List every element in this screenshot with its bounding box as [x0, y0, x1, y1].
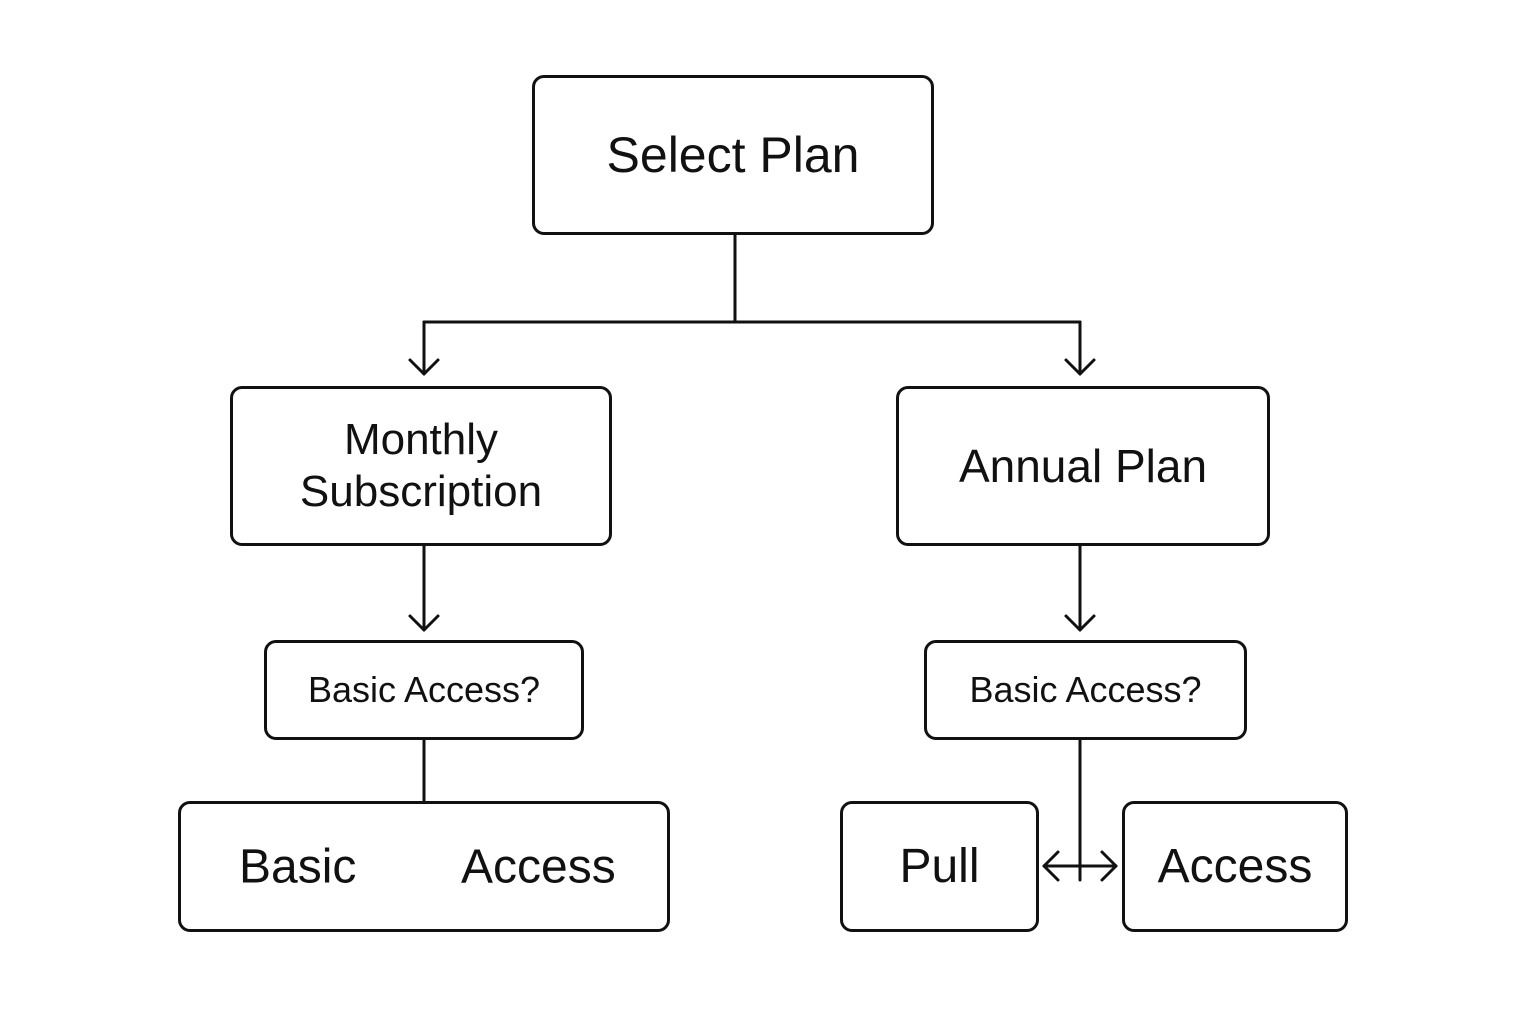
- monthly-basic-access-result-node: Basic Access: [178, 801, 670, 932]
- pull-node: Pull: [840, 801, 1039, 932]
- result-word-access: Access: [461, 840, 616, 893]
- annual-basic-access-question-label: Basic Access?: [969, 669, 1202, 710]
- arrowhead-annual: [1064, 358, 1096, 376]
- arrowhead-monthly-question: [408, 614, 440, 632]
- annual-plan-node: Annual Plan: [896, 386, 1270, 546]
- select-plan-label: Select Plan: [606, 127, 860, 183]
- monthly-basic-access-question-node: Basic Access?: [264, 640, 584, 740]
- arrowhead-left: [1042, 850, 1060, 882]
- access-label: Access: [1157, 840, 1313, 893]
- arrowhead-right: [1100, 850, 1118, 882]
- select-plan-node: Select Plan: [532, 75, 934, 235]
- annual-basic-access-question-node: Basic Access?: [924, 640, 1247, 740]
- monthly-label-line1: Monthly: [343, 415, 499, 464]
- monthly-label-line2: Subscription: [299, 467, 543, 516]
- access-node: Access: [1122, 801, 1348, 932]
- monthly-basic-access-question-label: Basic Access?: [307, 669, 541, 710]
- arrowhead-monthly: [408, 358, 440, 376]
- monthly-subscription-node: Monthly Subscription: [230, 386, 612, 546]
- result-word-basic: Basic: [239, 840, 357, 893]
- arrowhead-annual-question: [1064, 614, 1096, 632]
- annual-plan-label: Annual Plan: [958, 440, 1208, 492]
- pull-label: Pull: [899, 840, 980, 893]
